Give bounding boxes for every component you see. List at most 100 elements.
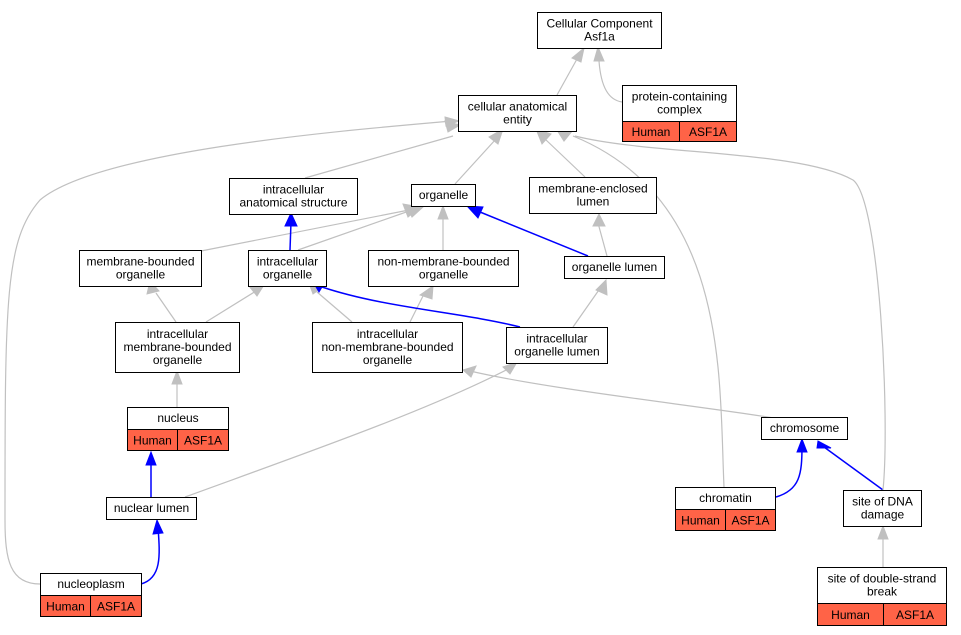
edge-intracellular-non-membrane-bounded-organelle-to-intracellular-organelle bbox=[308, 282, 353, 323]
node-organelle-lumen[interactable]: organelle lumen bbox=[564, 256, 665, 279]
node-label: site of DNA bbox=[852, 495, 913, 509]
edge-line bbox=[454, 138, 497, 185]
edge-line bbox=[316, 291, 353, 323]
node-intracellular-non-membrane-bounded-organelle[interactable]: intracellularnon-membrane-boundedorganel… bbox=[312, 322, 463, 373]
node-label: Cellular Component bbox=[546, 17, 653, 31]
edge-intracellular-membrane-bounded-organelle-to-intracellular-organelle bbox=[146, 279, 177, 323]
node-label: intracellular bbox=[147, 327, 208, 341]
annotation-gene: ASF1A bbox=[97, 600, 135, 614]
edge-intracellular-organelle-lumen-to-organelle-lumen bbox=[572, 278, 608, 328]
edge-nuclear-lumen-to-intracellular-organelle-lumen bbox=[184, 361, 519, 498]
edge-nucleoplasm-to-nuclear-lumen bbox=[140, 518, 164, 585]
arrowhead-icon bbox=[145, 450, 157, 466]
edge-non-membrane-bounded-organelle-to-organelle bbox=[437, 204, 449, 250]
node-nuclear-lumen[interactable]: nuclear lumen bbox=[106, 497, 197, 520]
edge-protein-containing-complex-to-root bbox=[593, 45, 623, 103]
node-box bbox=[761, 417, 848, 440]
node-label: nuclear lumen bbox=[114, 501, 189, 515]
node-chromosome[interactable]: chromosome bbox=[761, 417, 848, 440]
node-box bbox=[368, 250, 519, 287]
edge-line bbox=[155, 292, 177, 323]
node-box bbox=[229, 178, 358, 215]
edge-line bbox=[479, 211, 589, 257]
node-label: break bbox=[867, 585, 898, 599]
arrowhead-icon bbox=[437, 204, 449, 220]
edge-line bbox=[775, 445, 803, 498]
node-label: complex bbox=[657, 103, 702, 117]
edge-chromatin-to-chromosome bbox=[775, 437, 808, 498]
arrowhead-icon bbox=[444, 116, 461, 127]
node-organelle[interactable]: organelle bbox=[411, 184, 476, 207]
arrowhead-icon bbox=[571, 46, 585, 63]
edge-nucleoplasm-to-cellular-anatomical-entity bbox=[4, 116, 461, 585]
node-label: chromosome bbox=[770, 421, 840, 435]
edge-organelle-lumen-to-organelle bbox=[465, 205, 589, 257]
node-label: Asf1a bbox=[584, 30, 615, 44]
node-label: intracellular bbox=[357, 327, 418, 341]
annotation-species: Human bbox=[831, 608, 870, 622]
arrowhead-icon bbox=[284, 211, 298, 227]
node-box bbox=[622, 85, 737, 122]
node-label: membrane-bounded bbox=[123, 340, 231, 354]
edge-cellular-anatomical-entity-to-root bbox=[556, 46, 585, 96]
node-label: organelle bbox=[419, 268, 469, 282]
node-label: nucleoplasm bbox=[57, 577, 124, 591]
annotation-species: Human bbox=[46, 600, 85, 614]
edge-line bbox=[200, 209, 410, 252]
node-box bbox=[411, 184, 476, 207]
annotation-species: Human bbox=[133, 434, 172, 448]
node-label: organelle lumen bbox=[572, 260, 657, 274]
annotation-gene-cell bbox=[177, 429, 229, 451]
edge-line bbox=[140, 526, 160, 585]
node-label: intracellular bbox=[263, 183, 324, 197]
annotation-gene-cell bbox=[725, 509, 776, 531]
edge-intracellular-anatomical-structure-to-cellular-anatomical-entity bbox=[304, 120, 462, 179]
node-label: membrane-enclosed bbox=[538, 182, 647, 196]
node-label: intracellular bbox=[526, 332, 587, 346]
edge-organelle-to-cellular-anatomical-entity bbox=[454, 127, 504, 185]
annotation-row: Human ASF1A bbox=[40, 595, 142, 617]
node-label: intracellular bbox=[257, 255, 318, 269]
node-box bbox=[79, 250, 202, 287]
node-box bbox=[458, 95, 577, 132]
annotation-gene-cell bbox=[90, 595, 142, 617]
edge-line bbox=[598, 60, 623, 103]
edge-organelle-lumen-to-membrane-enclosed-lumen bbox=[592, 212, 608, 257]
node-label: membrane-bounded bbox=[86, 255, 194, 269]
node-label: organelle bbox=[153, 353, 203, 367]
node-box bbox=[529, 177, 657, 214]
arrowhead-icon bbox=[488, 127, 504, 145]
edge-line bbox=[544, 138, 586, 178]
node-label: organelle bbox=[116, 268, 166, 282]
arrowhead-icon bbox=[592, 212, 606, 227]
edge-line bbox=[409, 291, 426, 323]
node-label: chromatin bbox=[699, 491, 752, 505]
edge-line bbox=[572, 286, 602, 328]
annotation-gene-cell bbox=[679, 121, 737, 142]
edge-line bbox=[304, 135, 454, 179]
arrowhead-icon bbox=[152, 518, 164, 535]
arrowhead-icon bbox=[465, 205, 484, 219]
edge-line bbox=[289, 221, 292, 251]
node-box bbox=[115, 322, 240, 373]
node-label: organelle bbox=[363, 353, 413, 367]
node-label: site of double-strand bbox=[828, 572, 937, 586]
